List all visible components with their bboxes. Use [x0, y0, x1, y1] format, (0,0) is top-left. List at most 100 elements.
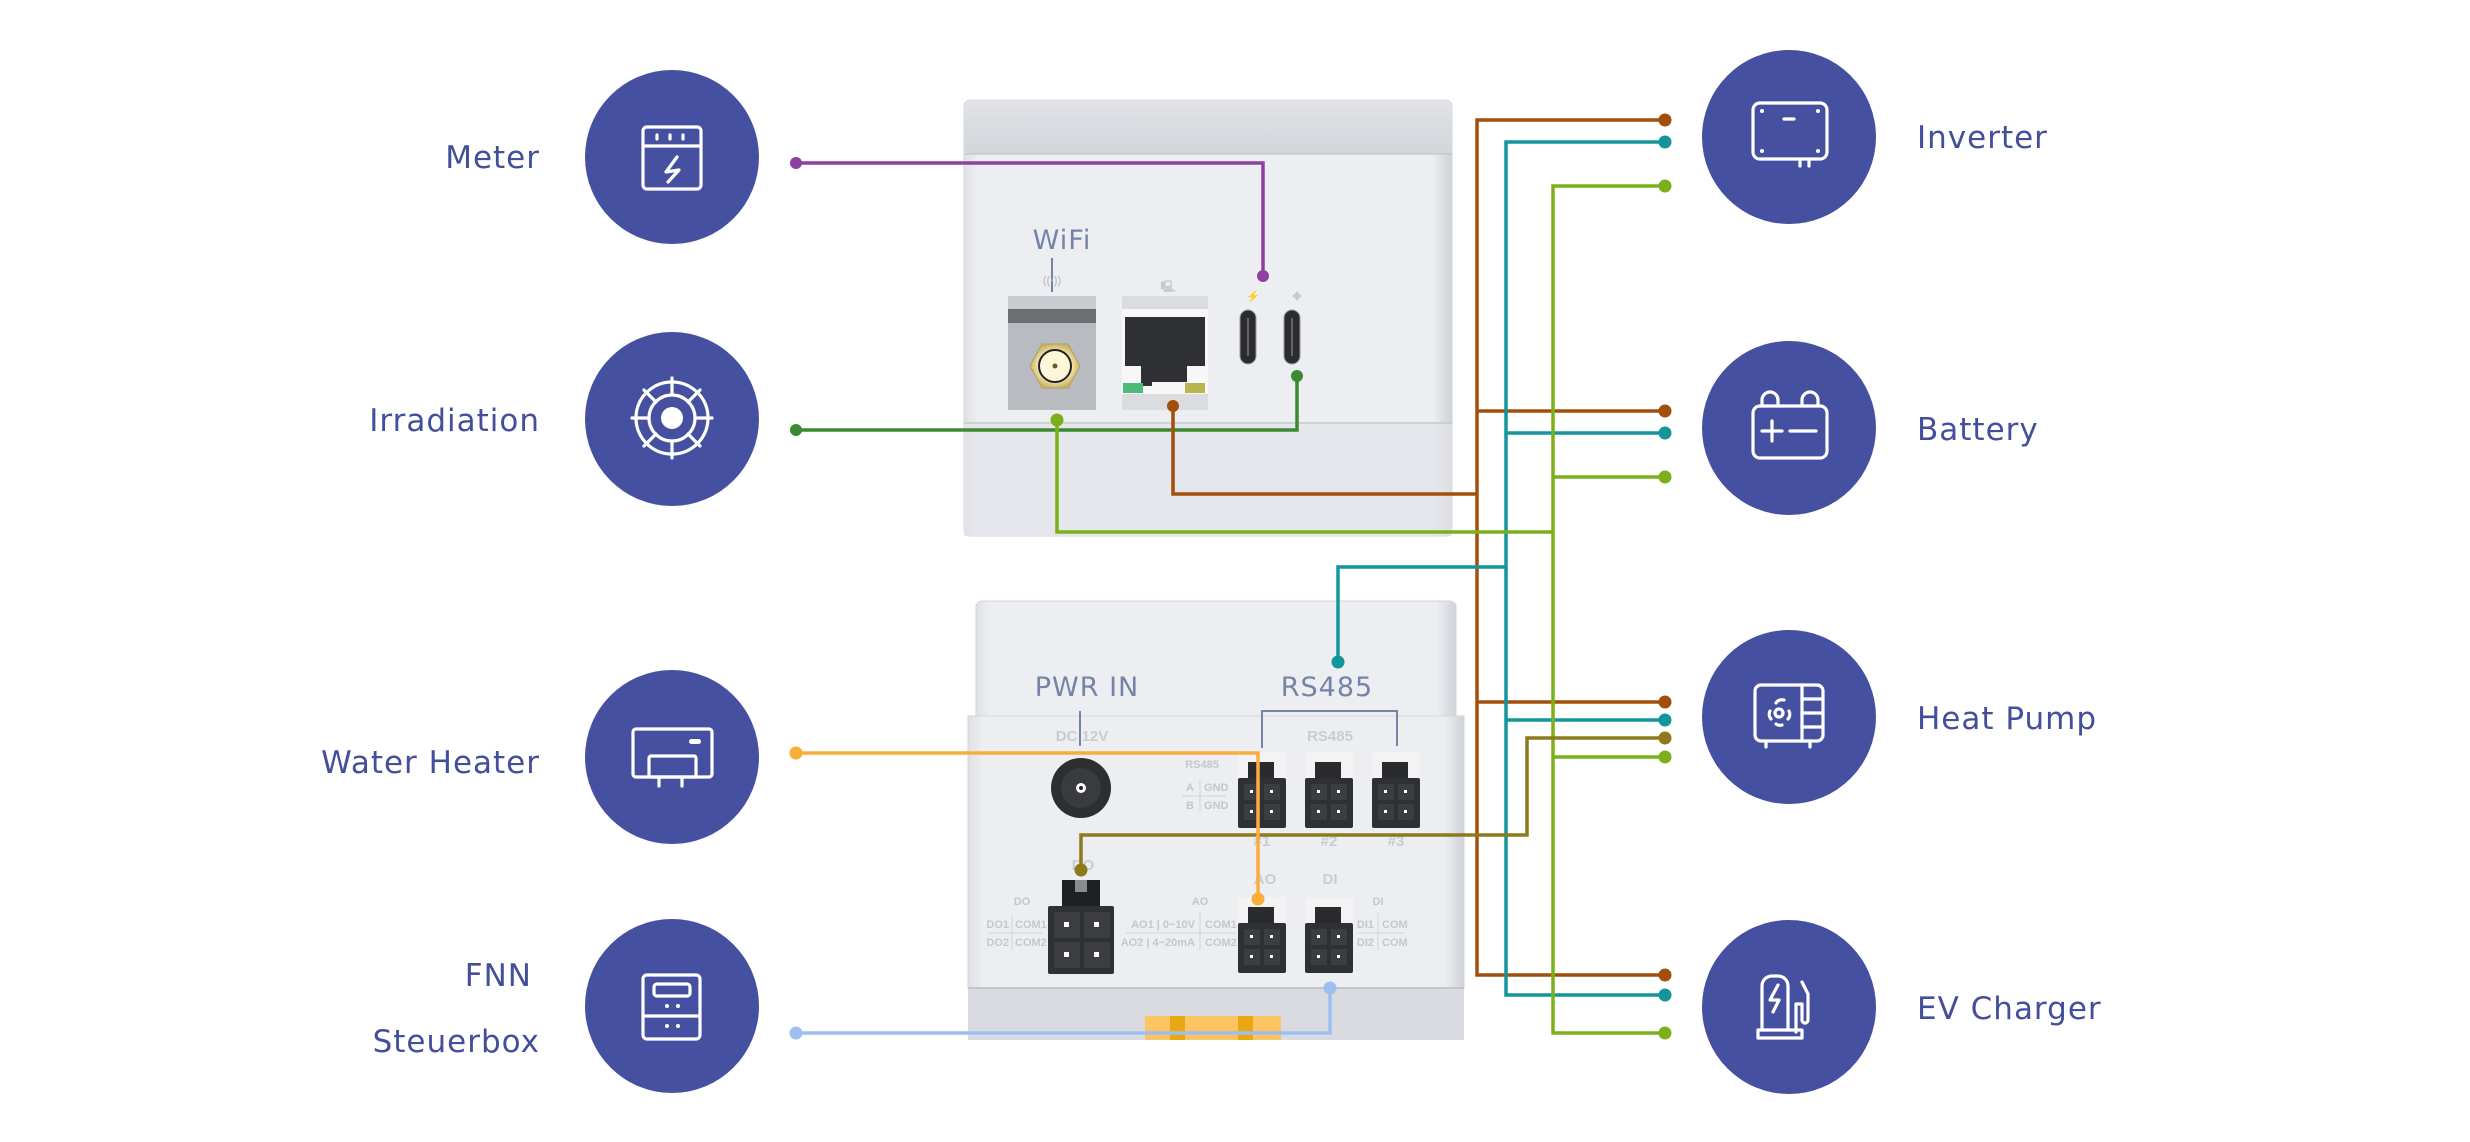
- wire-water-heater: [796, 751, 1260, 899]
- svg-text:GND: GND: [1204, 782, 1229, 794]
- dc-12v-label: DC 12V: [1056, 728, 1109, 745]
- device-meter[interactable]: Meter: [445, 70, 759, 244]
- wire-wifi-dot-ev-charger: [1658, 1026, 1672, 1040]
- wire-irradiation: [796, 376, 1299, 432]
- svg-text:COM1: COM1: [1205, 919, 1237, 931]
- wire-ethernet-bus: [1171, 406, 1477, 496]
- wifi-label: WiFi: [1033, 225, 1092, 256]
- svg-text:AO: AO: [1192, 896, 1209, 908]
- irradiation-label: Irradiation: [369, 403, 540, 439]
- rs485-port-2[interactable]: [1305, 752, 1353, 828]
- svg-text:COM2: COM2: [1015, 937, 1047, 949]
- wire-meter-dot-port: [1257, 270, 1269, 282]
- do-port[interactable]: [1048, 880, 1114, 974]
- svg-text:DO2: DO2: [986, 937, 1009, 949]
- do-legend: DO DO1 COM1 DO2 COM2: [986, 896, 1047, 950]
- rs485-port-1[interactable]: [1238, 752, 1286, 828]
- wire-wifi-dot-port: [1050, 413, 1064, 427]
- wire-fnn-dot-left: [789, 1026, 803, 1040]
- wire-meter-dot-left: [790, 157, 802, 169]
- wire-rs485-dot-port: [1331, 655, 1345, 669]
- wire-rs485-dot-inverter: [1658, 135, 1672, 149]
- svg-text:A: A: [1186, 782, 1194, 794]
- usb-c-meter-port[interactable]: ⚡: [1239, 290, 1260, 365]
- svg-text:COM: COM: [1382, 919, 1408, 931]
- wire-ethernet-dot-battery: [1658, 404, 1672, 418]
- ev-charger-label: EV Charger: [1917, 991, 2102, 1027]
- upper-unit: WiFi ((·)) 🖳 ⚡ ✥: [963, 99, 1453, 537]
- wire-rs485-dot-battery: [1658, 426, 1672, 440]
- battery-icon: [1751, 390, 1829, 460]
- wire-wifi-bus: [1055, 420, 1553, 534]
- wifi-antenna-port[interactable]: [1008, 296, 1096, 410]
- wifi-symbol-icon: ((·)): [1043, 275, 1062, 287]
- device-battery[interactable]: Battery: [1702, 341, 2039, 515]
- rs485-sub-label: RS485: [1307, 728, 1353, 745]
- svg-text:DI2: DI2: [1357, 937, 1374, 949]
- wire-do-dot-heat-pump: [1658, 731, 1672, 745]
- fnn-label-line1: FNN: [465, 958, 532, 994]
- wire-ethernet-dot-port: [1167, 400, 1179, 412]
- di-legend: DI DI1 COM DI2 COM: [1357, 896, 1408, 950]
- svg-text:B: B: [1186, 800, 1194, 812]
- heat-pump-label: Heat Pump: [1917, 701, 2097, 737]
- wire-water-heater-dot-left: [789, 746, 803, 760]
- rs485-legend: RS485 A GND B GND: [1182, 759, 1229, 812]
- wire-meter: [796, 161, 1265, 276]
- wire-fnn-dot-port: [1323, 981, 1337, 995]
- wire-irradiation-dot-left: [790, 424, 802, 436]
- device-ev-charger[interactable]: EV Charger: [1702, 920, 2102, 1094]
- rs485-port-3[interactable]: [1372, 752, 1420, 828]
- wire-irradiation-dot-port: [1291, 370, 1303, 382]
- wire-ethernet-dot-ev-charger: [1658, 968, 1672, 982]
- battery-label: Battery: [1917, 412, 2039, 448]
- meter-symbol-icon: ⚡: [1246, 290, 1260, 303]
- svg-text:COM1: COM1: [1015, 919, 1047, 931]
- wire-rs485-bus: [1336, 565, 1506, 662]
- control-box-icon: [641, 973, 702, 1041]
- ethernet-port[interactable]: 🖳: [1122, 280, 1208, 410]
- svg-text:DI: DI: [1373, 896, 1384, 908]
- wire-rs485-dot-heat-pump: [1658, 713, 1672, 727]
- ao-port[interactable]: [1238, 897, 1286, 973]
- di-label: DI: [1323, 871, 1338, 888]
- svg-text:DO1: DO1: [986, 919, 1009, 931]
- device-irradiation[interactable]: Irradiation: [369, 332, 759, 506]
- wire-ethernet-dot-heat-pump: [1658, 695, 1672, 709]
- inverter-label: Inverter: [1917, 120, 2048, 156]
- wire-water-heater-dot-port: [1251, 892, 1265, 906]
- wire-ethernet-dot-inverter: [1658, 113, 1672, 127]
- svg-text:AO2 | 4~20mA: AO2 | 4~20mA: [1121, 937, 1195, 949]
- lower-unit: PWR IN DC 12V RS485 RS485 RS485 A GND B …: [967, 600, 1465, 1040]
- ev-charger-icon: [1756, 974, 1810, 1040]
- rs485-label: RS485: [1281, 672, 1373, 703]
- wire-wifi-dot-battery: [1658, 470, 1672, 484]
- di-port[interactable]: [1305, 897, 1353, 973]
- wire-do: [1079, 736, 1665, 870]
- svg-text:DO: DO: [1014, 896, 1031, 908]
- din-rail-clip: [1145, 1016, 1281, 1040]
- water-heater-icon: [631, 727, 714, 788]
- wire-fnn: [796, 988, 1332, 1035]
- svg-text:COM: COM: [1382, 937, 1408, 949]
- device-fnn-steuerbox[interactable]: FNN Steuerbox: [373, 919, 759, 1093]
- device-inverter[interactable]: Inverter: [1702, 50, 2048, 224]
- irradiation-sensor-icon: [630, 376, 714, 460]
- device-water-heater[interactable]: Water Heater: [321, 670, 759, 844]
- sensor-symbol-icon: ✥: [1292, 291, 1301, 303]
- meter-label: Meter: [445, 140, 540, 176]
- meter-icon: [641, 125, 703, 191]
- dc-power-jack[interactable]: [1051, 758, 1111, 818]
- wire-wifi-dot-inverter: [1658, 179, 1672, 193]
- svg-text:RS485: RS485: [1185, 759, 1219, 771]
- pwr-in-label: PWR IN: [1035, 672, 1139, 703]
- svg-text:GND: GND: [1204, 800, 1229, 812]
- rs485-port-3-label: #3: [1388, 833, 1405, 850]
- svg-text:DI1: DI1: [1357, 919, 1374, 931]
- wire-rs485-dot-ev-charger: [1658, 988, 1672, 1002]
- usb-c-sensor-port[interactable]: ✥: [1283, 291, 1302, 365]
- heat-pump-icon: [1753, 683, 1825, 749]
- svg-text:AO1 | 0~10V: AO1 | 0~10V: [1131, 919, 1196, 931]
- device-heat-pump[interactable]: Heat Pump: [1702, 630, 2097, 804]
